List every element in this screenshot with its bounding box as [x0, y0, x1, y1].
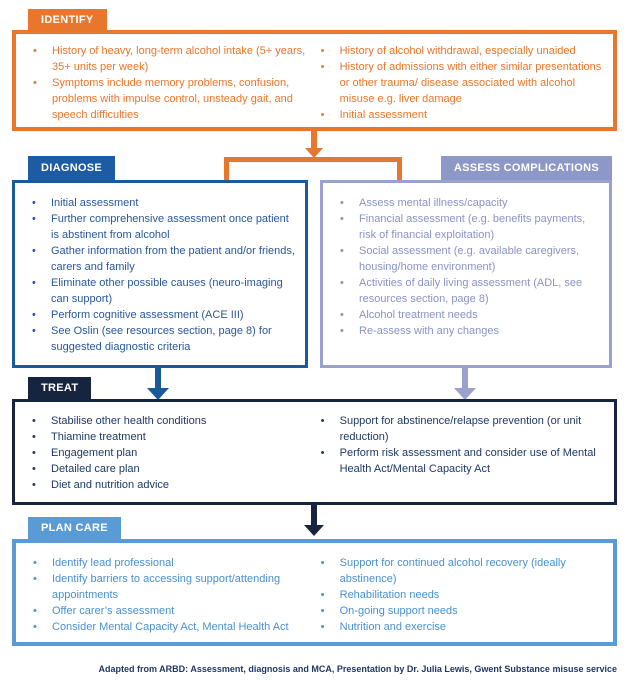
section-tab-plan-care: PLAN CARE — [28, 517, 121, 540]
list-item: History of admissions with either simila… — [308, 59, 607, 107]
list-item: Rehabilitation needs — [308, 587, 607, 603]
list-item: Nutrition and exercise — [308, 619, 607, 635]
treat-left-list: Stabilise other health conditions Thiami… — [19, 413, 308, 493]
list-item: Symptoms include memory problems, confus… — [20, 75, 308, 123]
list-item: See Oslin (see resources section, page 8… — [19, 323, 299, 355]
identify-box: History of heavy, long-term alcohol inta… — [12, 30, 617, 131]
identify-right-list: History of alcohol withdrawal, especiall… — [308, 43, 607, 123]
split-bracket-right-drop — [397, 157, 402, 183]
arrow-assess-to-treat-shaft — [462, 368, 468, 389]
split-bracket-left-drop — [224, 157, 229, 183]
list-item: History of heavy, long-term alcohol inta… — [20, 43, 308, 75]
identify-left-list: History of heavy, long-term alcohol inta… — [20, 43, 308, 123]
list-item: Activities of daily living assessment (A… — [327, 275, 603, 307]
list-item: Diet and nutrition advice — [19, 477, 308, 493]
list-item: History of alcohol withdrawal, especiall… — [308, 43, 607, 59]
list-item: Support for continued alcohol recovery (… — [308, 555, 607, 587]
list-item: Detailed care plan — [19, 461, 308, 477]
assess-complications-box: Assess mental illness/capacity Financial… — [320, 180, 612, 368]
arrow-identify-down-head — [305, 148, 323, 158]
list-item: Initial assessment — [19, 195, 299, 211]
list-item: Eliminate other possible causes (neuro-i… — [19, 275, 299, 307]
list-item: Gather information from the patient and/… — [19, 243, 299, 275]
arrow-treat-to-plan-care-shaft — [311, 505, 317, 526]
arrow-treat-to-plan-care-head — [304, 525, 324, 536]
arrow-assess-to-treat-head — [454, 388, 476, 400]
list-item: Alcohol treatment needs — [327, 307, 603, 323]
diagnose-box: Initial assessment Further comprehensive… — [12, 180, 308, 368]
treat-right-list: Support for abstinence/relapse preventio… — [308, 413, 608, 493]
list-item: Offer carer’s assessment — [20, 603, 308, 619]
list-item: Identify lead professional — [20, 555, 308, 571]
arrow-diagnose-to-treat-head — [147, 388, 169, 400]
list-item: Re-assess with any changes — [327, 323, 603, 339]
list-item: Assess mental illness/capacity — [327, 195, 603, 211]
diagnose-list: Initial assessment Further comprehensive… — [19, 195, 299, 355]
list-item: Financial assessment (e.g. benefits paym… — [327, 211, 603, 243]
assess-list: Assess mental illness/capacity Financial… — [327, 195, 603, 339]
plan-care-right-list: Support for continued alcohol recovery (… — [308, 555, 607, 635]
plan-care-box: Identify lead professional Identify barr… — [12, 539, 617, 646]
list-item: Perform cognitive assessment (ACE III) — [19, 307, 299, 323]
plan-care-left-list: Identify lead professional Identify barr… — [20, 555, 308, 635]
section-tab-assess-complications: ASSESS COMPLICATIONS — [440, 156, 612, 180]
treat-box: Stabilise other health conditions Thiami… — [12, 399, 617, 505]
split-bracket-horizontal — [224, 157, 402, 162]
list-item: Perform risk assessment and consider use… — [308, 445, 608, 477]
list-item: Support for abstinence/relapse preventio… — [308, 413, 608, 445]
list-item: Further comprehensive assessment once pa… — [19, 211, 299, 243]
list-item: On-going support needs — [308, 603, 607, 619]
list-item: Social assessment (e.g. available caregi… — [327, 243, 603, 275]
list-item: Engagement plan — [19, 445, 308, 461]
attribution-text: Adapted from ARBD: Assessment, diagnosis… — [98, 664, 617, 674]
list-item: Initial assessment — [308, 107, 607, 123]
section-tab-diagnose: DIAGNOSE — [28, 156, 116, 180]
arrow-identify-down-shaft — [311, 131, 317, 149]
arrow-diagnose-to-treat-shaft — [155, 368, 161, 389]
section-tab-identify: IDENTIFY — [28, 9, 107, 32]
list-item: Consider Mental Capacity Act, Mental Hea… — [20, 619, 308, 635]
section-tab-treat: TREAT — [28, 377, 92, 400]
list-item: Stabilise other health conditions — [19, 413, 308, 429]
list-item: Identify barriers to accessing support/a… — [20, 571, 308, 603]
list-item: Thiamine treatment — [19, 429, 308, 445]
